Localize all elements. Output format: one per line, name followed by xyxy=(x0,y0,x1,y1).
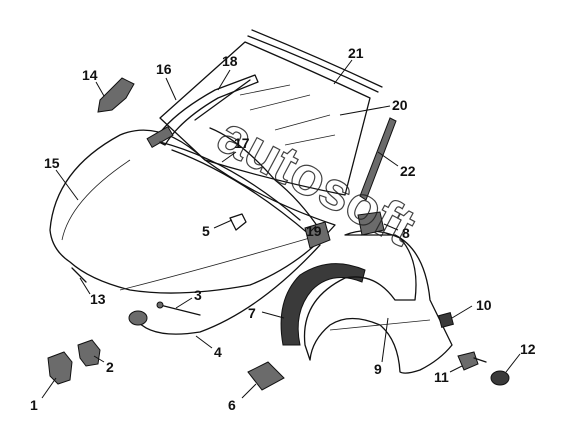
hood-clip-5 xyxy=(229,213,247,231)
callout-14: 14 xyxy=(82,67,98,83)
callout-10: 10 xyxy=(476,297,492,313)
wiper-assembly xyxy=(146,74,321,236)
callout-2: 2 xyxy=(106,359,114,375)
callout-11: 11 xyxy=(434,369,449,385)
callout-20: 20 xyxy=(392,97,408,113)
hood-latch-2 xyxy=(77,339,101,367)
fastener-12 xyxy=(490,370,510,386)
callout-18: 18 xyxy=(222,53,238,69)
callout-12: 12 xyxy=(520,341,536,357)
callout-19: 19 xyxy=(306,223,322,239)
callout-17: 17 xyxy=(234,135,250,151)
hood-latch-1 xyxy=(47,351,73,385)
callout-8: 8 xyxy=(402,225,410,241)
callout-4: 4 xyxy=(214,344,222,360)
callout-16: 16 xyxy=(156,61,172,77)
clip-10 xyxy=(438,312,454,328)
leader-lines xyxy=(41,59,521,399)
callout-13: 13 xyxy=(90,291,106,307)
callout-labels: 1 2 3 4 5 6 7 8 9 10 11 12 13 14 15 16 1… xyxy=(30,45,536,413)
bracket-8 xyxy=(357,211,385,236)
bracket-6 xyxy=(247,361,285,391)
hood-rod xyxy=(156,301,201,316)
callout-15: 15 xyxy=(44,155,60,171)
callout-1: 1 xyxy=(30,397,38,413)
molding-22 xyxy=(359,117,397,201)
callout-3: 3 xyxy=(194,287,202,303)
windshield xyxy=(159,29,383,196)
callout-9: 9 xyxy=(374,361,382,377)
wheel-arch-liner xyxy=(280,263,366,346)
seal-19 xyxy=(304,221,331,249)
fastener-11 xyxy=(457,351,487,371)
callout-7: 7 xyxy=(248,305,256,321)
release-cable xyxy=(128,244,321,335)
callout-21: 21 xyxy=(348,45,364,61)
front-fender xyxy=(303,230,453,374)
callout-5: 5 xyxy=(202,223,210,239)
hinge-14 xyxy=(97,77,135,113)
callout-6: 6 xyxy=(228,397,236,413)
callout-22: 22 xyxy=(400,163,416,179)
seal-13 xyxy=(71,267,87,283)
